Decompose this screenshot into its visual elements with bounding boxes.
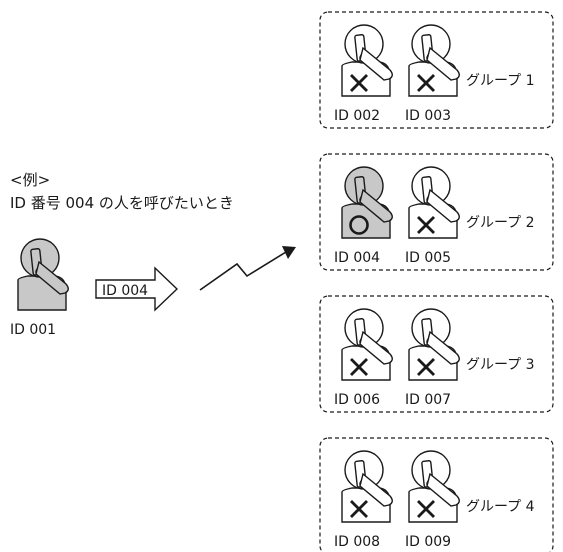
group-name-label: グループ 4 bbox=[466, 499, 535, 515]
member-id-label: ID 004 bbox=[334, 250, 380, 266]
not-called-cross-icon bbox=[417, 500, 435, 518]
group-box: ID 002 ID 003 グループ 1 bbox=[319, 11, 554, 129]
not-called-cross-icon bbox=[417, 74, 435, 92]
group-box: ID 008 ID 009 グループ 4 bbox=[319, 437, 554, 552]
group-member-person bbox=[341, 450, 393, 523]
not-called-cross-icon bbox=[350, 500, 368, 518]
not-called-cross-icon bbox=[417, 358, 435, 376]
group-dashed-border bbox=[319, 153, 554, 271]
not-called-cross-icon bbox=[350, 358, 368, 376]
not-called-cross-icon bbox=[350, 74, 368, 92]
id-signal-arrow bbox=[95, 266, 179, 312]
member-id-label: ID 009 bbox=[405, 534, 451, 550]
group-dashed-border bbox=[319, 11, 554, 129]
group-member-person bbox=[341, 166, 393, 239]
group-member-person bbox=[341, 24, 393, 97]
group-member-person bbox=[408, 24, 460, 97]
called-circle-icon bbox=[349, 215, 369, 235]
signal-id-label: ID 004 bbox=[102, 283, 148, 299]
group-dashed-border bbox=[319, 295, 554, 413]
group-name-label: グループ 3 bbox=[466, 357, 535, 373]
example-caption: <例> bbox=[10, 171, 50, 189]
group-member-person bbox=[408, 450, 460, 523]
member-id-label: ID 002 bbox=[334, 108, 380, 124]
group-box: ID 004 ID 005 グループ 2 bbox=[319, 153, 554, 271]
group-box: ID 006 ID 007 グループ 3 bbox=[319, 295, 554, 413]
member-id-label: ID 005 bbox=[405, 250, 451, 266]
member-id-label: ID 006 bbox=[334, 392, 380, 408]
member-id-label: ID 008 bbox=[334, 534, 380, 550]
group-member-person bbox=[408, 308, 460, 381]
member-id-label: ID 007 bbox=[405, 392, 451, 408]
caller-id-label: ID 001 bbox=[10, 322, 56, 338]
group-member-person bbox=[408, 166, 460, 239]
not-called-cross-icon bbox=[417, 216, 435, 234]
caller-person bbox=[17, 238, 69, 311]
transmission-bolt-icon bbox=[199, 246, 296, 291]
group-member-person bbox=[341, 308, 393, 381]
group-name-label: グループ 2 bbox=[466, 215, 535, 231]
group-dashed-border bbox=[319, 437, 554, 552]
member-id-label: ID 003 bbox=[405, 108, 451, 124]
group-name-label: グループ 1 bbox=[466, 73, 535, 89]
example-description: ID 番号 004 の人を呼びたいとき bbox=[10, 194, 234, 212]
